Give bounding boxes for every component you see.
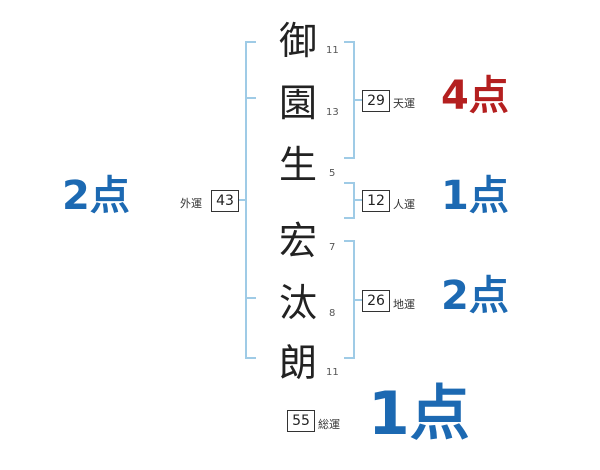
outer-bracket-left — [245, 41, 256, 359]
stroke-count-4: 7 — [329, 242, 336, 253]
gaiun-value-box: 43 — [211, 190, 239, 212]
stroke-count-2: 13 — [326, 107, 339, 118]
tenun-score: 4点 — [441, 73, 509, 119]
stroke-count-1: 11 — [326, 45, 339, 56]
jinun-value-box: 12 — [362, 190, 390, 212]
gaiun-score: 2点 — [62, 173, 130, 219]
name-char-1: 御 — [278, 19, 317, 63]
tenun-value-box: 29 — [362, 90, 390, 112]
souun-score: 1点 — [368, 379, 470, 449]
gaiun-label: 外運 — [180, 197, 202, 210]
chiun-bracket — [344, 240, 355, 359]
stroke-count-3: 5 — [329, 168, 336, 179]
jinun-bracket — [344, 182, 355, 219]
chiun-value-box: 26 — [362, 290, 390, 312]
stroke-count-5: 8 — [329, 308, 336, 319]
name-char-5: 汰 — [278, 281, 317, 325]
chiun-label: 地運 — [393, 298, 415, 311]
name-char-4: 宏 — [278, 219, 317, 263]
stroke-count-6: 11 — [326, 367, 339, 378]
name-char-2: 園 — [278, 81, 317, 125]
name-char-3: 生 — [278, 143, 317, 187]
jinun-label: 人運 — [393, 198, 415, 211]
jinun-score: 1点 — [441, 173, 509, 219]
tenun-label: 天運 — [393, 97, 415, 110]
name-char-6: 朗 — [278, 341, 317, 385]
souun-value-box: 55 — [287, 410, 315, 432]
souun-label: 総運 — [318, 418, 340, 431]
tenun-bracket — [344, 41, 355, 159]
chiun-score: 2点 — [441, 273, 509, 319]
